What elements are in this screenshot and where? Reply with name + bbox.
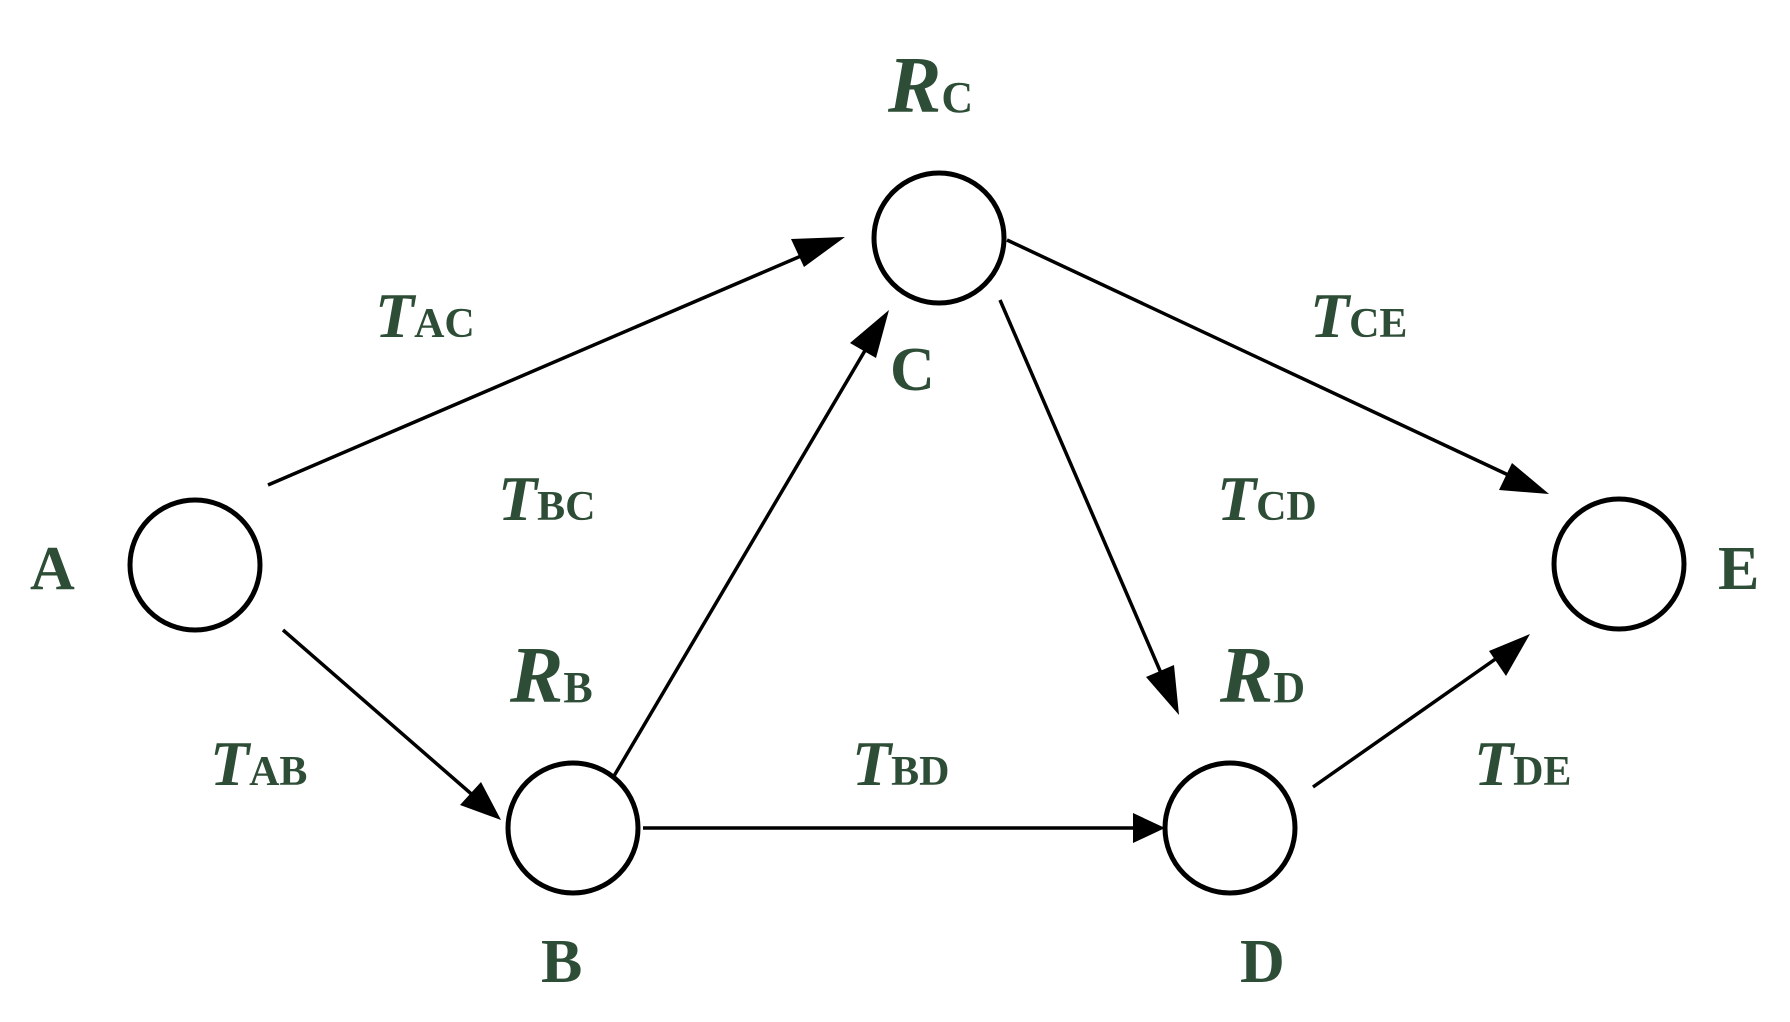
edge-bc-line bbox=[612, 336, 875, 777]
edge-de-arrowhead bbox=[1489, 634, 1530, 676]
node-d-label: D bbox=[1240, 928, 1285, 996]
resource-d-label: RD bbox=[1219, 632, 1305, 720]
edge-ac-label-sub: AC bbox=[414, 301, 475, 347]
edge-bc-label-main: T bbox=[498, 463, 540, 534]
node-b-label: B bbox=[541, 928, 582, 996]
resource-b-label-main: R bbox=[509, 632, 563, 720]
edge-bc-label-sub: BC bbox=[537, 484, 595, 530]
edge-cd-label-sub: CD bbox=[1256, 484, 1317, 530]
edge-bd-label: TBD bbox=[852, 728, 949, 799]
edge-ac-line bbox=[267, 248, 816, 487]
resource-c-label-sub: C bbox=[941, 73, 973, 122]
edge-ab-label-sub: AB bbox=[249, 749, 307, 795]
edge-bc-label: TBC bbox=[498, 463, 595, 534]
node-c-label: C bbox=[890, 336, 935, 404]
edge-bd-label-main: T bbox=[852, 728, 894, 799]
edge-cd-arrowhead bbox=[1146, 665, 1179, 715]
node-d-circle bbox=[1162, 760, 1298, 896]
node-c-circle bbox=[871, 170, 1007, 306]
edge-ce-label: TCE bbox=[1310, 280, 1407, 351]
edge-bd-arrowhead bbox=[1133, 813, 1165, 843]
edge-cd-label-main: T bbox=[1217, 463, 1259, 534]
edge-de-label-sub: DE bbox=[1513, 749, 1571, 795]
edge-ab-line bbox=[281, 628, 478, 800]
edge-ac-arrowhead bbox=[791, 237, 845, 267]
resource-b-label: RB bbox=[509, 632, 593, 720]
edge-cd-label: TCD bbox=[1217, 463, 1317, 534]
node-a-label: A bbox=[30, 535, 75, 603]
edge-ab-label: TAB bbox=[210, 728, 307, 799]
resource-c-label-main: R bbox=[887, 42, 941, 130]
resource-b-label-sub: B bbox=[563, 663, 592, 712]
edge-bc-arrowhead bbox=[850, 310, 889, 358]
edge-ab-arrowhead bbox=[460, 782, 501, 820]
edge-ce-arrowhead bbox=[1499, 463, 1549, 494]
edge-ce-label-sub: CE bbox=[1349, 301, 1407, 347]
edge-ab-label-main: T bbox=[210, 728, 252, 799]
node-e-circle bbox=[1551, 496, 1687, 632]
resource-c-label: RC bbox=[887, 42, 973, 130]
edge-de-label: TDE bbox=[1474, 728, 1571, 799]
edge-de-label-main: T bbox=[1474, 728, 1516, 799]
edge-ce-label-main: T bbox=[1310, 280, 1352, 351]
edge-de-line bbox=[1311, 651, 1506, 789]
resource-d-label-sub: D bbox=[1273, 663, 1305, 712]
node-b-circle bbox=[505, 760, 641, 896]
node-a-circle bbox=[127, 497, 263, 633]
edge-cd-line bbox=[998, 299, 1169, 688]
node-e-label: E bbox=[1718, 535, 1759, 603]
edge-bd-label-sub: BD bbox=[891, 749, 949, 795]
edge-ce-line bbox=[1006, 238, 1520, 482]
edge-ac-label-main: T bbox=[375, 280, 417, 351]
edge-ac-label: TAC bbox=[375, 280, 475, 351]
resource-d-label-main: R bbox=[1219, 632, 1273, 720]
